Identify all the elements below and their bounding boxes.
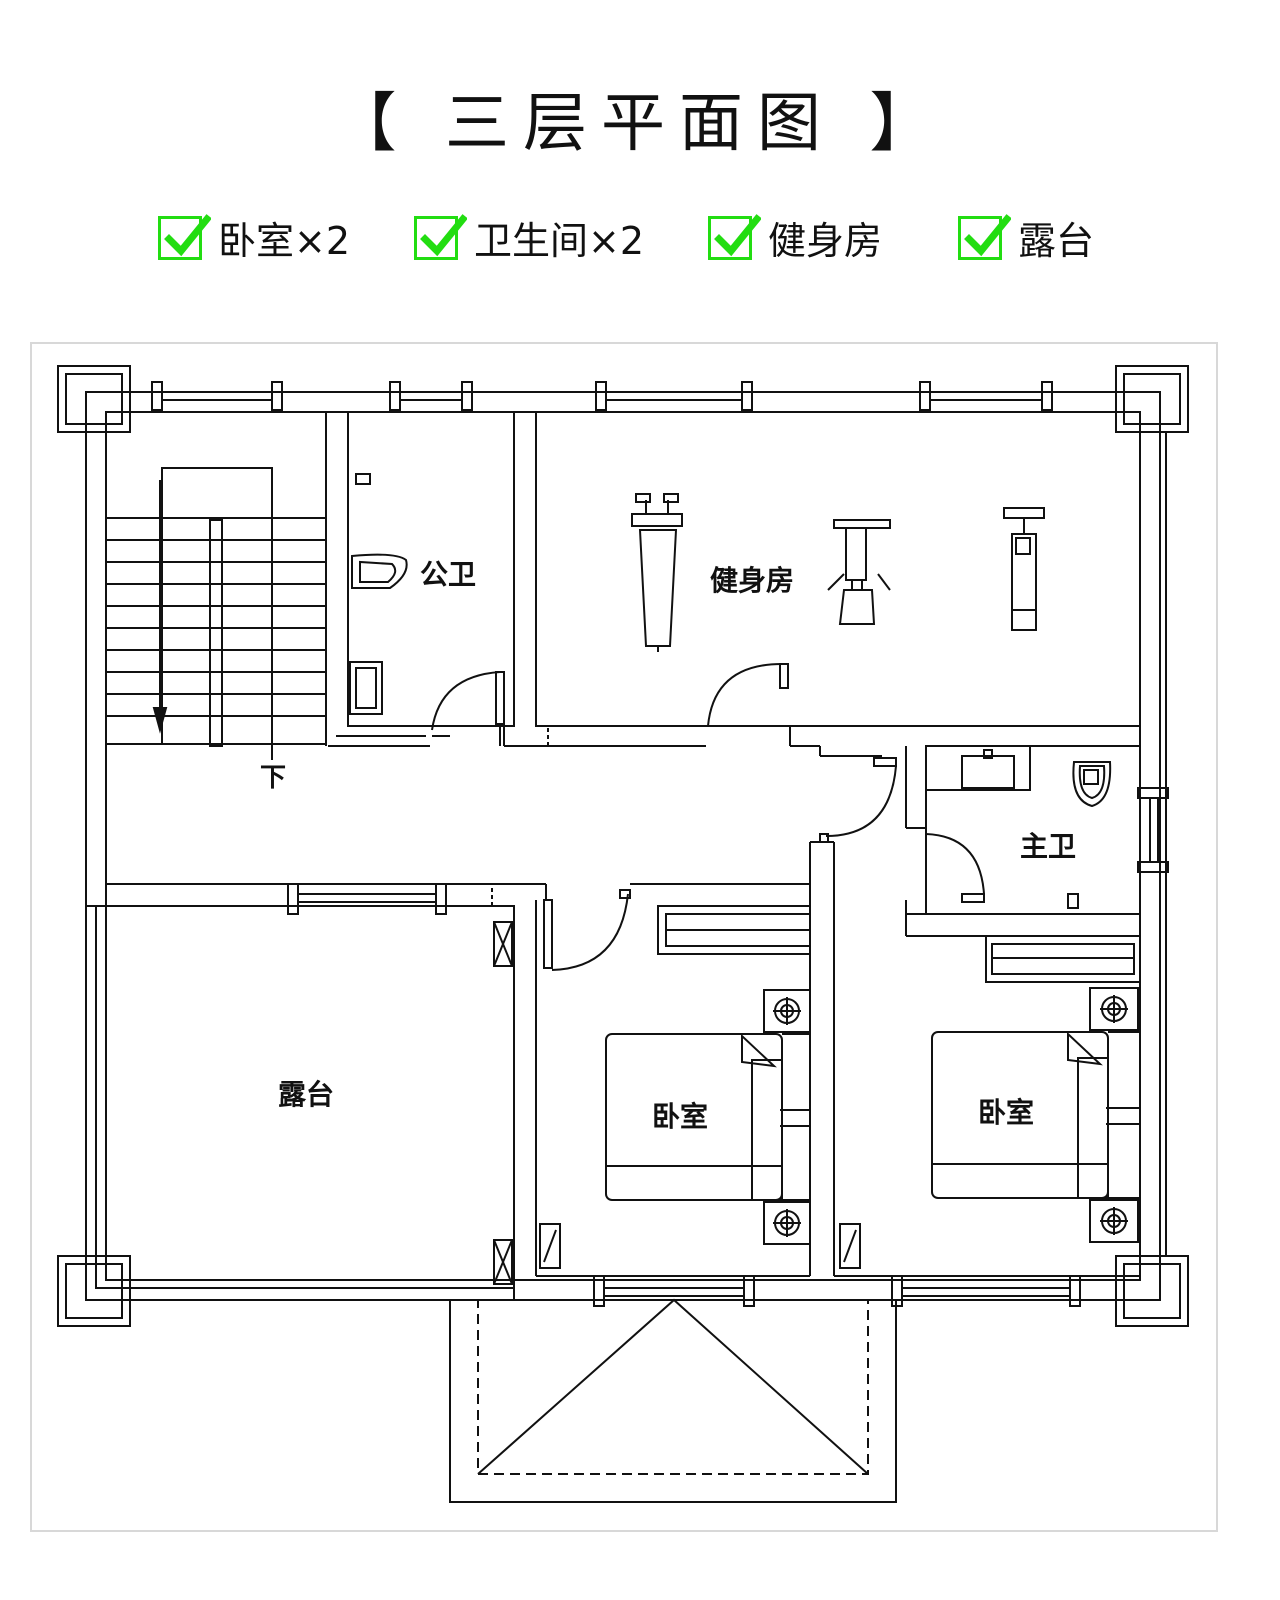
room-label-bedroom-left: 卧室 bbox=[652, 1100, 708, 1133]
feature-label: 健身房 bbox=[768, 219, 883, 263]
master-bathroom bbox=[819, 745, 1141, 937]
staircase bbox=[106, 412, 327, 760]
inner-wall bbox=[105, 411, 1141, 1281]
room-label-public-bath: 公卫 bbox=[420, 558, 476, 591]
bedroom-right bbox=[834, 935, 1141, 1277]
bedroom-left bbox=[535, 889, 811, 1277]
feature-label: 露台 bbox=[1018, 219, 1095, 263]
public-bathroom bbox=[328, 411, 515, 747]
check-icon bbox=[414, 213, 467, 260]
room-label-terrace: 露台 bbox=[278, 1078, 334, 1111]
feature-terrace: 露台 bbox=[958, 210, 1094, 265]
plan-frame bbox=[30, 342, 1218, 1532]
feature-bathroom: 卫生间×2 bbox=[414, 210, 644, 265]
check-icon bbox=[958, 213, 1011, 260]
stair-direction-label: 下 bbox=[260, 763, 286, 793]
feature-bedroom: 卧室×2 bbox=[158, 210, 350, 265]
window bbox=[151, 381, 1169, 1307]
feature-label: 卫生间×2 bbox=[474, 219, 645, 263]
terrace bbox=[86, 883, 515, 1300]
page-title: 【 三层平面图 】 bbox=[332, 87, 948, 161]
balcony-canopy bbox=[449, 1298, 897, 1503]
corner-column bbox=[57, 365, 1189, 1327]
check-icon bbox=[708, 213, 761, 260]
room-label-master-bath: 主卫 bbox=[1020, 830, 1076, 863]
feature-label: 卧室×2 bbox=[218, 219, 351, 263]
gym-room bbox=[503, 411, 1141, 756]
room-label-gym: 健身房 bbox=[710, 564, 794, 597]
corridor bbox=[106, 841, 835, 1276]
check-icon bbox=[158, 213, 211, 260]
room-label-bedroom-right: 卧室 bbox=[978, 1096, 1034, 1129]
feature-list: 卧室×2 卫生间×2 健身房 露台 bbox=[0, 210, 1280, 280]
feature-gym: 健身房 bbox=[708, 210, 882, 265]
